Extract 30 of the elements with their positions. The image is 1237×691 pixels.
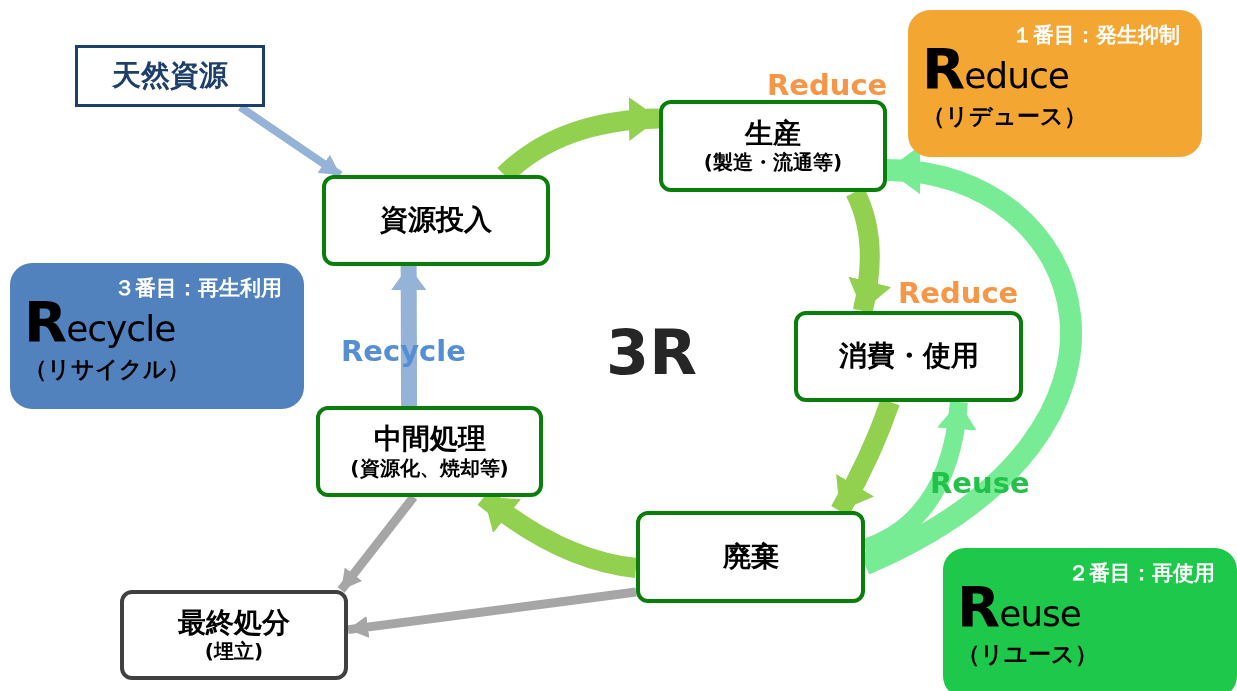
process-box [75,45,265,107]
edge-label: Reduce [898,278,1019,309]
box-subtitle: (資源化、焼却等) [350,455,509,480]
card-reading: （リデュース） [922,102,1087,132]
info-card [10,263,304,409]
box-title: 廃棄 [722,540,779,574]
card-subtitle: ２番目：再使用 [1068,562,1215,586]
card-reading: （リサイクル） [24,355,190,385]
box-title: 中間処理 [373,423,486,456]
arrow [391,265,427,407]
box-title: 生産 [745,117,801,151]
edge-label: Reduce [767,70,888,101]
center-title: 3R [606,322,697,384]
box-subtitle: (製造・流通等) [703,150,843,175]
card-reading: （リユース） [957,640,1098,670]
info-card [943,548,1237,691]
process-box [316,406,543,497]
arrow [347,587,637,638]
box-title: 天然資源 [112,59,228,93]
process-box [659,100,887,192]
process-box [794,311,1023,402]
info-card [908,10,1202,157]
process-box [322,175,550,266]
box-title: 最終処分 [178,606,290,640]
process-box [120,590,348,680]
process-box [636,511,865,603]
box-title: 消費・使用 [838,340,979,373]
box-subtitle: (埋立) [204,639,264,664]
arrow [337,494,418,593]
box-title: 資源投入 [380,204,492,237]
